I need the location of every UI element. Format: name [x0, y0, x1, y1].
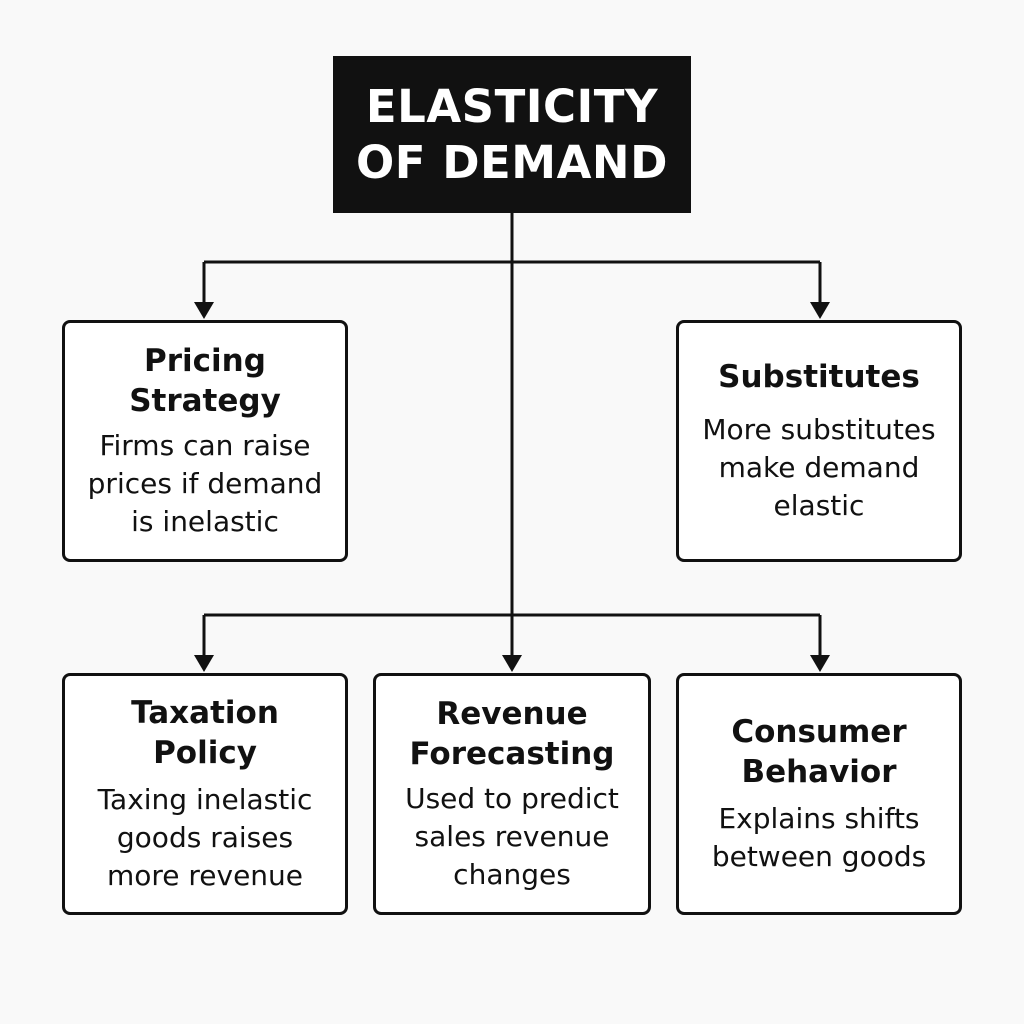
- node-desc-line: changes: [453, 858, 571, 891]
- node-desc-line: Taxing inelastic: [97, 783, 313, 816]
- arrow-to-pricing: [194, 302, 214, 319]
- node-desc-line: is inelastic: [131, 505, 279, 538]
- node-desc-line: More substitutes: [702, 413, 936, 446]
- node-title-line: Consumer: [731, 714, 907, 750]
- node-title-line: Strategy: [129, 383, 281, 419]
- arrow-to-consumer: [810, 655, 830, 672]
- node-description: Taxing inelastic goods raises more reven…: [98, 781, 313, 895]
- root-title-line-1: ELASTICITY: [365, 79, 659, 133]
- node-desc-line: goods raises: [116, 821, 294, 854]
- node-desc-line: prices if demand: [87, 467, 323, 500]
- node-desc-line: Firms can raise: [99, 429, 311, 462]
- node-taxation-policy: Taxation Policy Taxing inelastic goods r…: [62, 673, 348, 915]
- node-description: Used to predict sales revenue changes: [405, 780, 619, 894]
- node-description: Explains shifts between goods: [712, 800, 926, 876]
- node-desc-line: make demand: [718, 451, 920, 484]
- node-title-line: Taxation: [131, 695, 279, 731]
- node-title: Substitutes: [718, 357, 920, 397]
- root-node-elasticity-of-demand: ELASTICITY OF DEMAND: [333, 56, 691, 213]
- node-title: Taxation Policy: [131, 693, 279, 773]
- node-desc-line: elastic: [773, 489, 865, 522]
- node-title: Pricing Strategy: [129, 341, 281, 421]
- node-substitutes: Substitutes More substitutes make demand…: [676, 320, 962, 562]
- node-desc-line: Used to predict: [405, 782, 619, 815]
- node-description: Firms can raise prices if demand is inel…: [88, 427, 323, 541]
- arrow-to-taxation: [194, 655, 214, 672]
- node-description: More substitutes make demand elastic: [702, 411, 935, 525]
- node-desc-line: more revenue: [106, 859, 304, 892]
- node-consumer-behavior: Consumer Behavior Explains shifts betwee…: [676, 673, 962, 915]
- arrow-to-revenue: [502, 655, 522, 672]
- node-title-line: Forecasting: [409, 736, 615, 772]
- node-pricing-strategy: Pricing Strategy Firms can raise prices …: [62, 320, 348, 562]
- node-title-line: Behavior: [741, 754, 897, 790]
- node-desc-line: between goods: [711, 840, 927, 873]
- arrow-to-substitutes: [810, 302, 830, 319]
- node-title-line: Pricing: [144, 343, 266, 379]
- node-title: Consumer Behavior: [731, 712, 906, 792]
- node-title-line: Substitutes: [718, 359, 920, 395]
- node-title-line: Policy: [153, 735, 257, 771]
- node-title-line: Revenue: [436, 696, 588, 732]
- node-desc-line: Explains shifts: [718, 802, 920, 835]
- node-title: Revenue Forecasting: [410, 694, 615, 774]
- node-revenue-forecasting: Revenue Forecasting Used to predict sale…: [373, 673, 651, 915]
- node-desc-line: sales revenue: [414, 820, 610, 853]
- root-title-line-2: OF DEMAND: [356, 135, 668, 189]
